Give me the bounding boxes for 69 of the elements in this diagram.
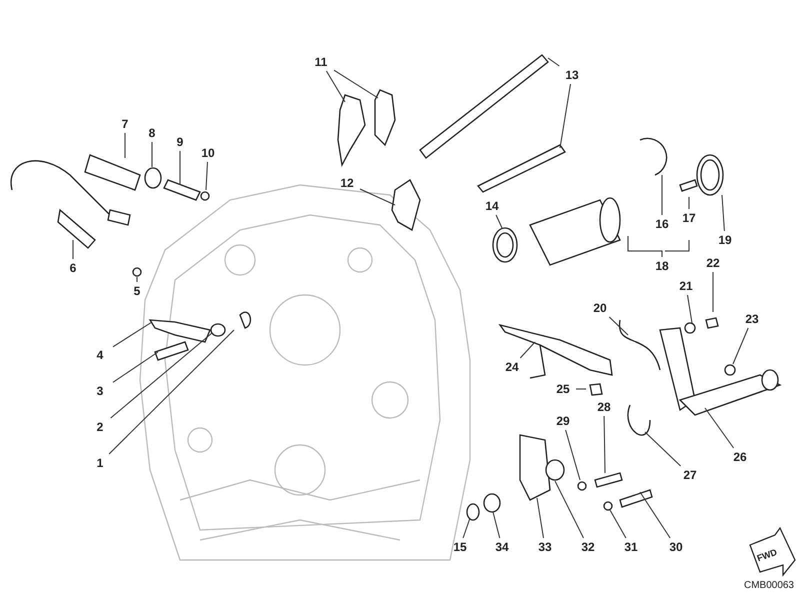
leader-line	[576, 388, 586, 390]
leader-line	[112, 352, 158, 383]
callout-number: 30	[664, 539, 688, 555]
leader-line	[722, 194, 725, 232]
leader-line	[644, 432, 682, 466]
leader-line	[565, 430, 580, 480]
leader-line	[112, 322, 152, 348]
callout-number: 7	[113, 116, 137, 132]
callout-number: 9	[168, 134, 192, 150]
callout-number: 29	[551, 413, 575, 429]
callout-number: 27	[678, 467, 702, 483]
callout-number: 20	[588, 300, 612, 316]
callout-number: 4	[88, 347, 112, 363]
leader-line	[608, 316, 628, 336]
leader-line	[462, 518, 470, 538]
callout-number: 25	[551, 381, 575, 397]
callout-number: 28	[592, 399, 616, 415]
callout-number: 16	[650, 216, 674, 232]
leader-line	[536, 498, 544, 538]
leader-line	[136, 276, 138, 282]
leader-line	[712, 272, 714, 312]
leader-line	[640, 492, 671, 538]
callout-number: 11	[309, 54, 333, 70]
leader-line	[492, 512, 500, 538]
leader-line	[704, 408, 734, 448]
callout-number: 17	[677, 210, 701, 226]
leader-line	[560, 84, 571, 148]
leader-line	[732, 328, 749, 364]
callout-number: 32	[576, 539, 600, 555]
callout-number: 6	[61, 260, 85, 276]
leader-line	[610, 510, 626, 538]
leader-line	[554, 480, 584, 538]
leader-line	[520, 342, 536, 358]
callout-number: 33	[533, 539, 557, 555]
callout-number: 13	[560, 67, 584, 83]
forward-arrow: FWD	[749, 526, 796, 577]
callout-number: 2	[88, 419, 112, 435]
leader-line	[206, 162, 208, 190]
callout-number: 21	[674, 278, 698, 294]
leader-line	[496, 214, 502, 228]
callout-number: 26	[728, 449, 752, 465]
callout-number: 18	[650, 258, 674, 274]
leader-line	[108, 330, 234, 454]
drawing-code: CMB00063	[744, 580, 794, 591]
leader-line	[326, 70, 346, 102]
callout-number: 1	[88, 455, 112, 471]
callout-number: 19	[713, 232, 737, 248]
callout-number: 22	[701, 255, 725, 271]
leader-line	[548, 58, 560, 66]
callout-number: 23	[740, 311, 764, 327]
leader-line	[628, 236, 662, 258]
leader-line	[124, 132, 126, 158]
callout-number: 5	[125, 283, 149, 299]
leader-line	[688, 196, 690, 210]
leader-line	[72, 240, 74, 260]
callout-number: 24	[500, 359, 524, 375]
callout-number: 15	[448, 539, 472, 555]
leader-line	[360, 188, 396, 206]
callout-number: 34	[490, 539, 514, 555]
leader-line	[334, 70, 378, 98]
callout-number: 3	[88, 383, 112, 399]
callout-number: 12	[335, 175, 359, 191]
leader-line	[110, 332, 212, 418]
callout-number: 8	[140, 125, 164, 141]
leader-line	[687, 294, 692, 324]
leader-line	[604, 416, 606, 474]
callout-number: 10	[196, 145, 220, 161]
callout-number: 14	[480, 198, 504, 214]
callout-number: 31	[619, 539, 643, 555]
